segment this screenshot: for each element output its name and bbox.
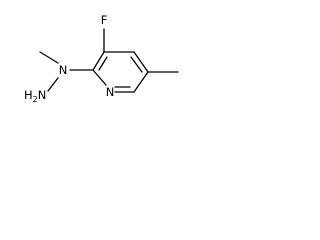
bond-c5-c6 <box>133 71 149 93</box>
bond-c4-c5-inner <box>130 56 143 73</box>
amino-h-label: H <box>24 88 33 102</box>
bond-c2-c3-inner <box>98 56 108 71</box>
structure-canvas: F N N H2N <box>0 0 206 122</box>
chemical-structure: F N N H2N <box>24 13 179 104</box>
amino-n-label: N <box>38 88 47 102</box>
bond-n-nh2 <box>47 77 59 92</box>
amino-h-count-label: 2 <box>33 95 38 104</box>
hydrazine-nitrogen-label: N <box>59 63 68 77</box>
bond-n-methyl <box>39 51 59 64</box>
fluorine-label: F <box>101 13 108 27</box>
amino-group-label: H2N <box>24 88 46 104</box>
bond-n1-c2 <box>92 69 107 86</box>
ring-nitrogen-label: N <box>106 85 115 99</box>
bond-c2-c3 <box>92 51 105 71</box>
bond-c4-c5 <box>133 51 149 73</box>
